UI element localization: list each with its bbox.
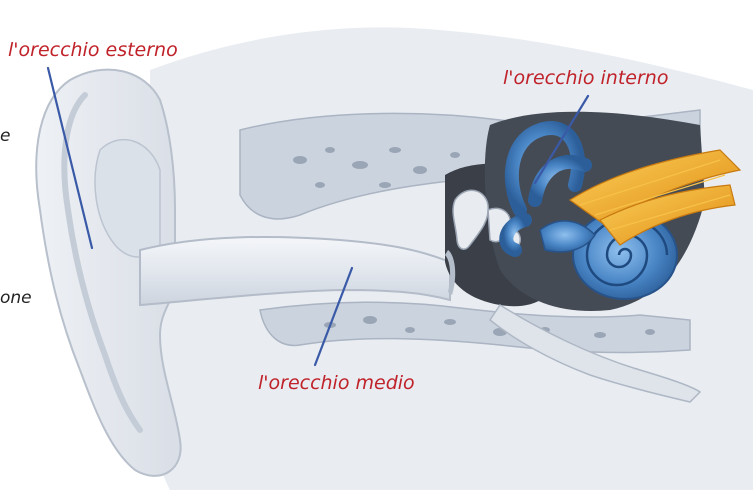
label-inner-ear: l'orecchio interno: [503, 69, 668, 88]
label-outer-ear: l'orecchio esterno: [8, 41, 178, 60]
label-middle-ear: l'orecchio medio: [258, 374, 415, 393]
edge-text-fragment-lower: one: [0, 290, 32, 307]
edge-text-fragment-upper: e: [0, 128, 10, 145]
